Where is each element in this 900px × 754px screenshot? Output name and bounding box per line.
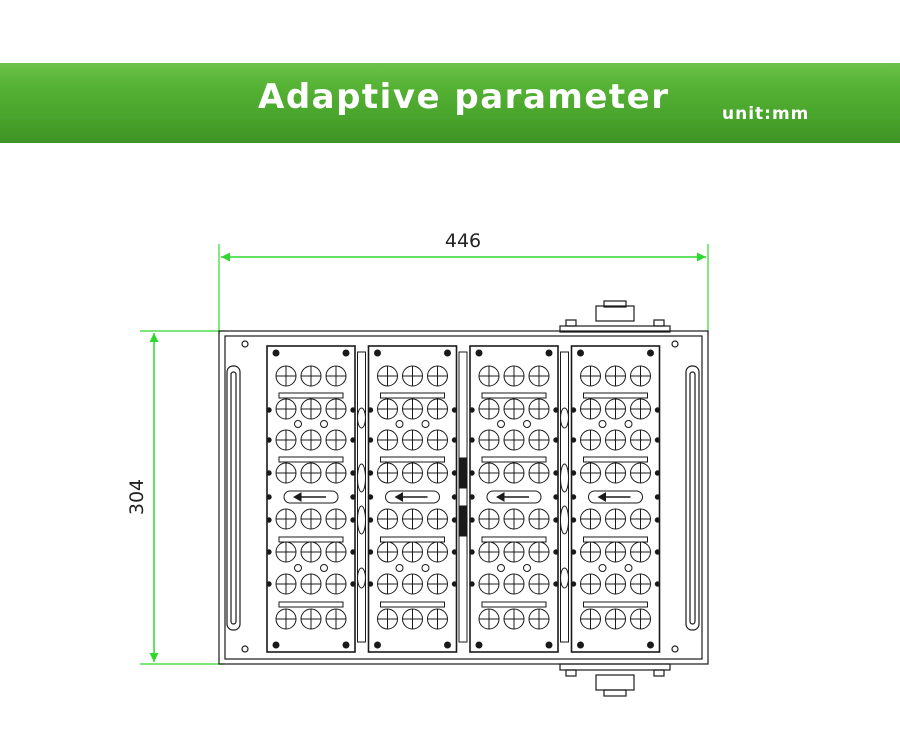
module-connector (560, 351, 569, 643)
header-banner: Adaptive parameter unit:mm (0, 63, 900, 143)
width-value: 446 (445, 230, 481, 252)
height-value: 304 (126, 479, 148, 515)
direction-arrow-icon (495, 492, 529, 502)
led-modules (266, 345, 661, 653)
page-title: Adaptive parameter (258, 77, 670, 117)
direction-arrow-icon (597, 492, 631, 502)
unit-label: unit:mm (722, 104, 810, 124)
led-module (469, 345, 559, 653)
module-connector (357, 351, 366, 643)
led-module (367, 345, 458, 653)
led-module (570, 345, 661, 653)
height-dimension: 304 (126, 330, 225, 665)
module-connector (458, 351, 468, 643)
led-module (266, 345, 356, 653)
width-dimension: 446 (218, 230, 709, 334)
fixture-housing (218, 300, 709, 697)
direction-arrow-icon (292, 492, 326, 502)
direction-arrow-icon (394, 492, 428, 502)
